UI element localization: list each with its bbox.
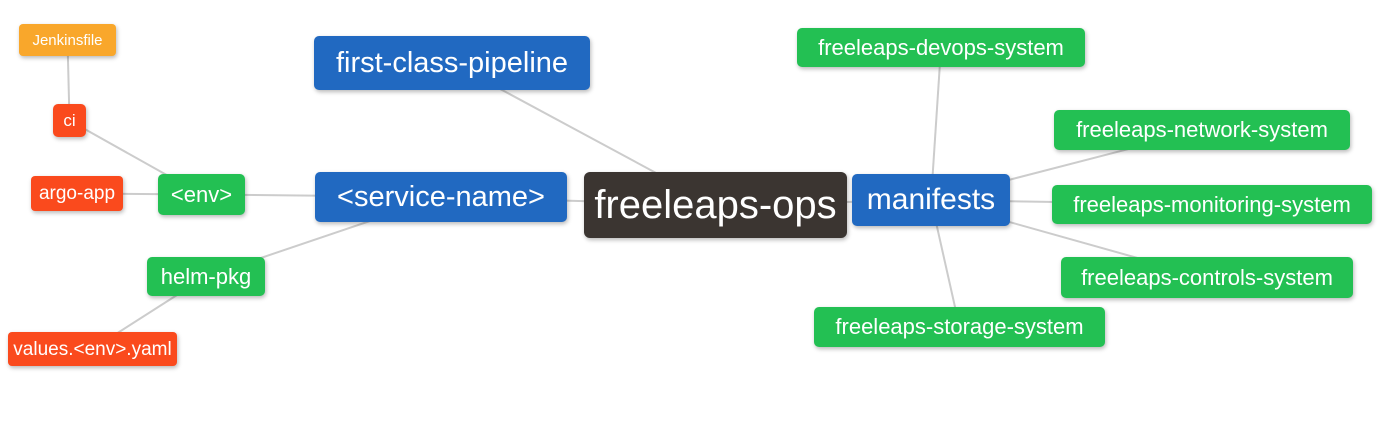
node-first-class-pipeline[interactable]: first-class-pipeline: [314, 36, 590, 90]
node-env[interactable]: <env>: [158, 174, 245, 215]
node-manifests[interactable]: manifests: [852, 174, 1010, 226]
node-values-env-yaml[interactable]: values.<env>.yaml: [8, 332, 177, 366]
node-service-name[interactable]: <service-name>: [315, 172, 567, 222]
node-freeleaps-ops[interactable]: freeleaps-ops: [584, 172, 847, 238]
node-freeleaps-devops-system[interactable]: freeleaps-devops-system: [797, 28, 1085, 67]
node-helm-pkg[interactable]: helm-pkg: [147, 257, 265, 296]
node-freeleaps-monitoring-system[interactable]: freeleaps-monitoring-system: [1052, 185, 1372, 224]
node-argo-app[interactable]: argo-app: [31, 176, 123, 211]
node-freeleaps-network-system[interactable]: freeleaps-network-system: [1054, 110, 1350, 150]
node-jenkinsfile[interactable]: Jenkinsfile: [19, 24, 116, 56]
node-freeleaps-storage-system[interactable]: freeleaps-storage-system: [814, 307, 1105, 347]
node-ci[interactable]: ci: [53, 104, 86, 137]
node-freeleaps-controls-system[interactable]: freeleaps-controls-system: [1061, 257, 1353, 298]
